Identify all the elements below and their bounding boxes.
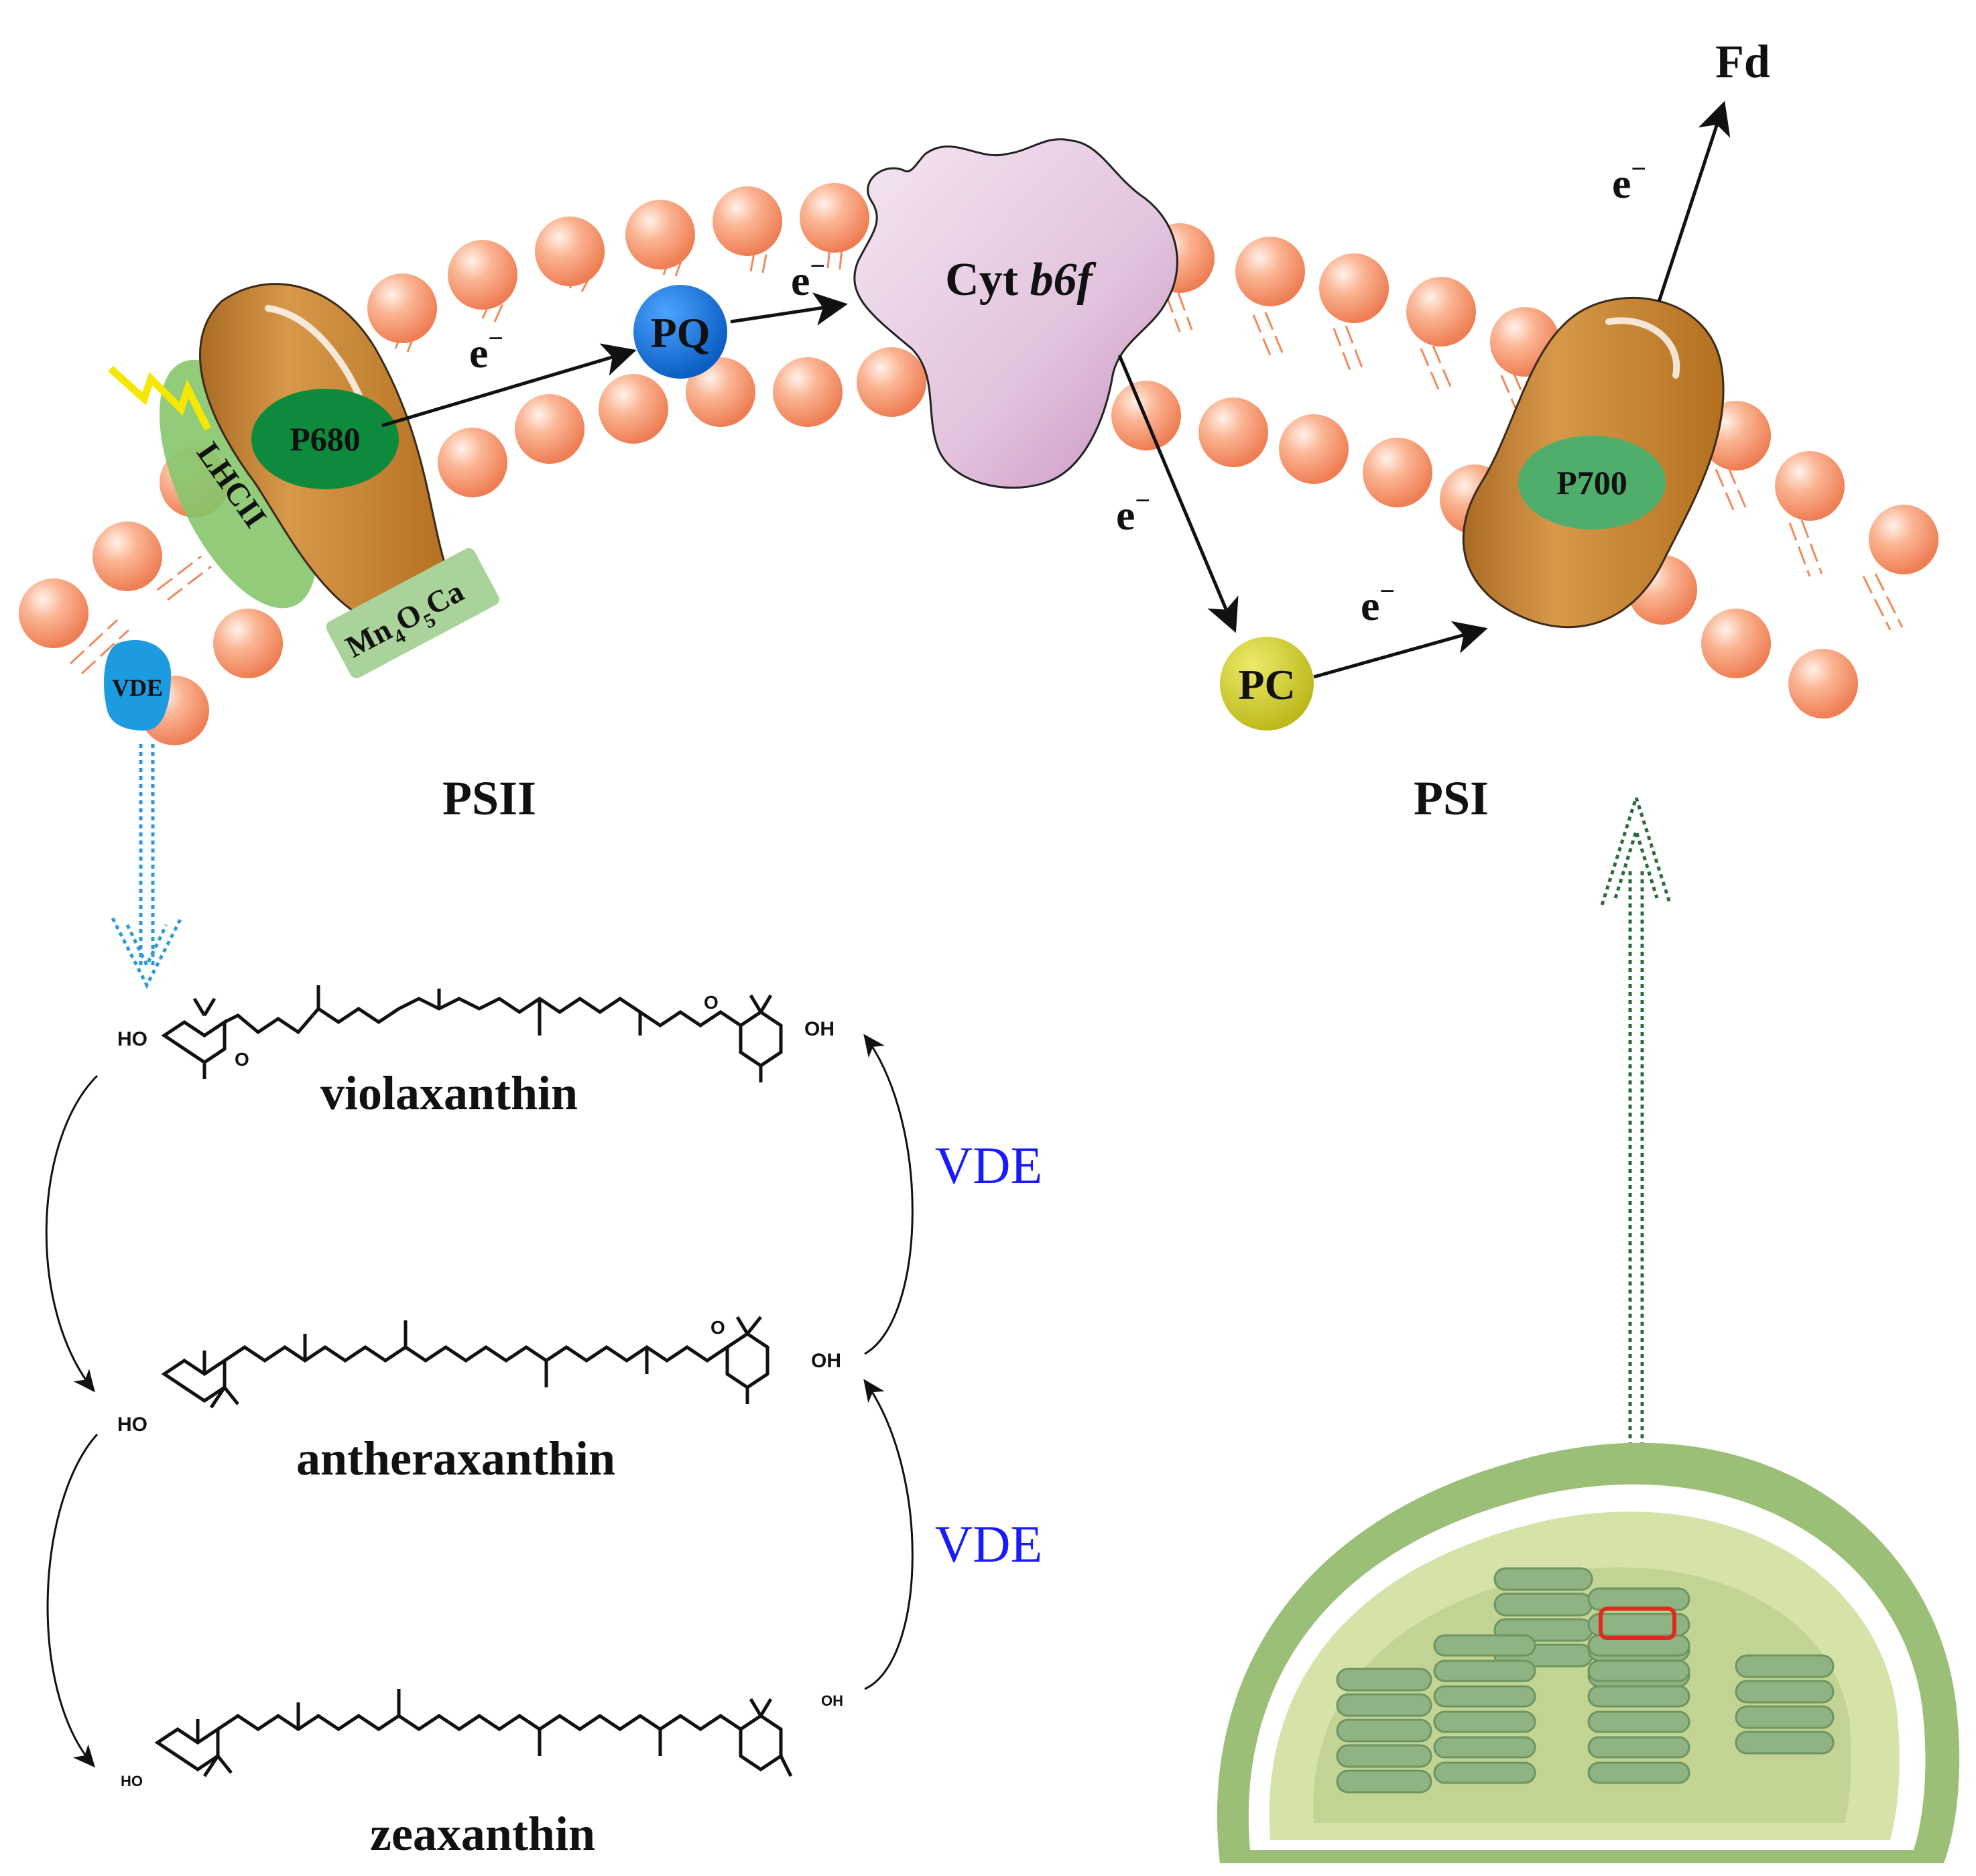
electron-label-1: e xyxy=(469,329,488,377)
p700-label: P700 xyxy=(1556,464,1627,501)
zeaxanthin-oh: OH xyxy=(821,1692,843,1709)
highlight-box xyxy=(1599,1607,1676,1640)
p680-center xyxy=(251,389,399,489)
electron-minus-1: − xyxy=(488,323,503,353)
electron-label-2: e xyxy=(791,257,810,304)
violaxanthin-oh: OH xyxy=(804,1018,835,1040)
lipid-heads-inner xyxy=(139,347,1858,745)
antheraxanthin-structure xyxy=(161,1316,769,1409)
antheraxanthin-ho: HO xyxy=(117,1414,147,1436)
svg-text:e−: e− xyxy=(469,323,503,377)
vde-enzyme xyxy=(104,640,171,731)
plastoquinone: PQ xyxy=(633,285,727,379)
violaxanthin-structure xyxy=(161,985,783,1082)
electron-minus-3: − xyxy=(1135,485,1150,515)
cyt-b6f-label: b6f xyxy=(1030,254,1097,306)
granum-6 xyxy=(1735,1654,1835,1755)
psi-complex: P700 xyxy=(1462,297,1725,629)
arrow-zea-to-anthera xyxy=(863,1379,914,1690)
vde-dotted-arrow xyxy=(111,744,183,989)
psi-label: PSI xyxy=(1414,771,1489,825)
electron-transfer-arrows xyxy=(381,101,1731,679)
violaxanthin-ho: HO xyxy=(117,1028,147,1050)
p680-label: P680 xyxy=(290,420,361,458)
electron-minus-4: − xyxy=(1379,576,1395,606)
granum-3 xyxy=(1433,1634,1536,1784)
electron-labels: e− e− e− e− e− xyxy=(469,153,1646,629)
pc-label: PC xyxy=(1238,661,1295,708)
electron-minus-2: − xyxy=(810,251,825,281)
electron-minus-5: − xyxy=(1631,153,1646,184)
antheraxanthin-o: O xyxy=(711,1317,725,1338)
svg-text:e−: e− xyxy=(791,251,825,304)
p700-center xyxy=(1518,436,1666,529)
electron-label-5: e xyxy=(1612,160,1631,207)
vde-label-2: VDE xyxy=(935,1515,1042,1573)
cytochrome-b6f: Cyt b6f xyxy=(853,138,1178,489)
grana-stacks xyxy=(1336,1567,1835,1794)
violaxanthin-label: violaxanthin xyxy=(320,1066,578,1120)
plastocyanin: PC xyxy=(1220,637,1314,731)
pq-label: PQ xyxy=(651,309,711,357)
arrow-viola-to-anthera xyxy=(45,1074,99,1393)
svg-text:e−: e− xyxy=(1116,485,1150,539)
arrow-anthera-to-viola xyxy=(863,1034,914,1355)
arrow-anthera-to-zea xyxy=(46,1433,99,1768)
arrow-pq-cyt xyxy=(730,292,848,326)
svg-text:Cyt b6f: Cyt b6f xyxy=(945,254,1097,306)
zeaxanthin-label: zeaxanthin xyxy=(370,1807,595,1861)
arrow-p680-pq xyxy=(381,343,637,428)
cyt-label: Cyt xyxy=(945,254,1030,306)
violaxanthin-o-2: O xyxy=(704,992,719,1013)
psii-label: PSII xyxy=(442,771,536,825)
zeaxanthin-structure xyxy=(154,1689,793,1777)
oxygen-evolving-complex: Mn4O5Ca xyxy=(326,548,499,678)
electron-label-4: e xyxy=(1361,582,1379,629)
granum-1 xyxy=(1336,1668,1432,1794)
light-bolt-icon xyxy=(108,365,211,431)
chloroplast-illustration xyxy=(1217,1442,1960,1863)
violaxanthin-o-1: O xyxy=(235,1049,249,1070)
arrow-cyt-pc xyxy=(1117,355,1239,633)
svg-text:e−: e− xyxy=(1612,153,1646,207)
vde-small-label: VDE xyxy=(112,674,163,701)
antheraxanthin-oh: OH xyxy=(811,1350,841,1372)
fd-label: Fd xyxy=(1715,36,1770,88)
electron-label-3: e xyxy=(1116,491,1135,539)
arrow-p700-fd xyxy=(1657,101,1731,302)
svg-text:e−: e− xyxy=(1361,576,1395,629)
arrow-pc-p700 xyxy=(1313,621,1488,679)
antheraxanthin-label: antheraxanthin xyxy=(296,1432,615,1485)
psii-complex: LHCII P680 Mn4O5Ca VDE xyxy=(104,283,499,731)
granum-5 xyxy=(1587,1634,1690,1784)
vde-label-1: VDE xyxy=(935,1136,1042,1194)
xanthophyll-cycle: HO OH O O violaxanthin HO OH O antheraxa… xyxy=(45,985,1042,1861)
zeaxanthin-ho: HO xyxy=(121,1773,143,1790)
